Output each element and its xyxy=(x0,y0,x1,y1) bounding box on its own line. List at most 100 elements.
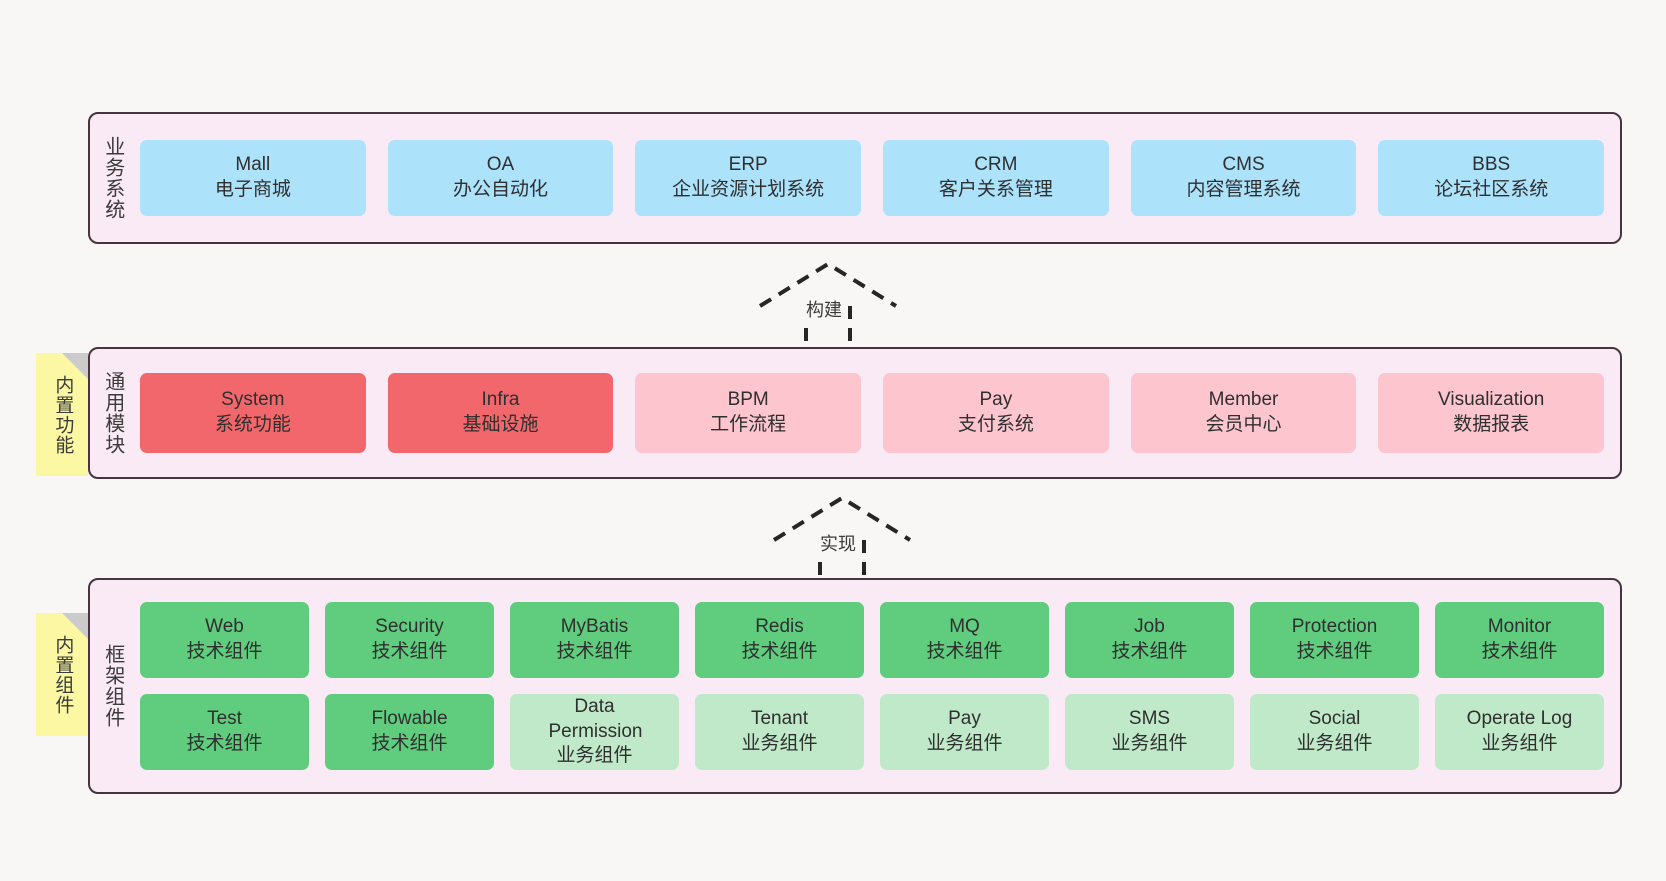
card-social[interactable]: Social 业务组件 xyxy=(1250,694,1419,770)
card-title: BPM xyxy=(727,389,769,411)
card-title: Security xyxy=(375,616,444,638)
card-subtitle: 论坛社区系统 xyxy=(1434,179,1549,200)
card-subtitle: 技术组件 xyxy=(926,641,1003,662)
card-pay-business[interactable]: Pay 业务组件 xyxy=(880,694,1049,770)
card-title: Flowable xyxy=(371,708,448,730)
card-subtitle: 技术组件 xyxy=(741,641,818,662)
folded-corner-icon xyxy=(62,353,88,379)
card-subtitle: 技术组件 xyxy=(186,733,263,754)
card-sms[interactable]: SMS 业务组件 xyxy=(1065,694,1234,770)
layer-common-modules: 通用模块 System 系统功能 Infra 基础设施 BPM 工作流程 Pay… xyxy=(88,347,1622,479)
card-job[interactable]: Job 技术组件 xyxy=(1065,602,1234,678)
card-subtitle: 技术组件 xyxy=(1111,641,1188,662)
card-title: Web xyxy=(205,616,244,638)
card-title: Infra xyxy=(481,389,520,411)
card-pay[interactable]: Pay 支付系统 xyxy=(883,373,1109,453)
card-mybatis[interactable]: MyBatis 技术组件 xyxy=(510,602,679,678)
layer-title-business-systems: 业务系统 xyxy=(101,136,124,220)
card-test[interactable]: Test 技术组件 xyxy=(140,694,309,770)
connector-label-build: 构建 xyxy=(804,296,844,322)
card-row-technical: Web 技术组件 Security 技术组件 MyBatis 技术组件 Redi… xyxy=(140,602,1604,678)
card-oa[interactable]: OA 办公自动化 xyxy=(387,140,614,216)
card-title: Visualization xyxy=(1438,389,1545,411)
sticky-note-label: 内置组件 xyxy=(52,634,74,715)
card-title: Data Permission xyxy=(548,695,643,742)
card-subtitle: 办公自动化 xyxy=(453,179,549,200)
card-title: Operate Log xyxy=(1466,708,1573,730)
card-subtitle: 业务组件 xyxy=(1296,733,1373,754)
card-subtitle: 技术组件 xyxy=(1296,641,1373,662)
card-title: Mall xyxy=(235,154,271,176)
card-title: Job xyxy=(1134,616,1165,638)
card-flowable[interactable]: Flowable 技术组件 xyxy=(325,694,494,770)
card-operate-log[interactable]: Operate Log 业务组件 xyxy=(1435,694,1604,770)
card-subtitle: 内容管理系统 xyxy=(1186,179,1301,200)
connector-build: 构建 xyxy=(758,261,898,350)
card-erp[interactable]: ERP 企业资源计划系统 xyxy=(635,140,862,216)
card-title: Monitor xyxy=(1487,616,1552,638)
card-monitor[interactable]: Monitor 技术组件 xyxy=(1435,602,1604,678)
card-subtitle: 技术组件 xyxy=(1481,641,1558,662)
card-subtitle: 业务组件 xyxy=(741,733,818,754)
card-subtitle: 业务组件 xyxy=(926,733,1003,754)
card-bbs[interactable]: BBS 论坛社区系统 xyxy=(1378,140,1605,216)
card-visualization[interactable]: Visualization 数据报表 xyxy=(1378,373,1605,453)
sticky-note-builtin-component: 内置组件 xyxy=(36,613,88,736)
card-subtitle: 业务组件 xyxy=(556,745,633,767)
card-title: CMS xyxy=(1222,154,1265,176)
layer-body-common-modules: System 系统功能 Infra 基础设施 BPM 工作流程 Pay 支付系统… xyxy=(134,349,1620,477)
card-system[interactable]: System 系统功能 xyxy=(140,373,366,453)
folded-corner-icon xyxy=(62,613,88,639)
layer-body-framework-components: Web 技术组件 Security 技术组件 MyBatis 技术组件 Redi… xyxy=(134,580,1620,792)
sticky-note-label: 内置功能 xyxy=(52,374,74,455)
card-title: MQ xyxy=(949,616,980,638)
card-subtitle: 工作流程 xyxy=(710,414,787,435)
card-subtitle: 客户关系管理 xyxy=(938,179,1053,200)
card-title: BBS xyxy=(1472,154,1511,176)
card-member[interactable]: Member 会员中心 xyxy=(1130,373,1357,453)
card-subtitle: 技术组件 xyxy=(186,641,263,662)
card-subtitle: 技术组件 xyxy=(556,641,633,662)
card-title: Redis xyxy=(755,616,804,638)
card-crm[interactable]: CRM 客户关系管理 xyxy=(883,140,1109,216)
card-cms[interactable]: CMS 内容管理系统 xyxy=(1130,140,1357,216)
layer-title-common-modules: 通用模块 xyxy=(101,371,124,455)
layer-business-systems: 业务系统 Mall 电子商城 OA 办公自动化 ERP 企业资源计划系统 CRM… xyxy=(88,112,1622,244)
card-security[interactable]: Security 技术组件 xyxy=(325,602,494,678)
card-title: ERP xyxy=(728,154,768,176)
connector-implement: 实现 xyxy=(772,495,912,584)
card-title: Pay xyxy=(979,389,1013,411)
card-data-permission[interactable]: Data Permission 业务组件 xyxy=(510,694,679,770)
card-mall[interactable]: Mall 电子商城 xyxy=(140,140,366,216)
card-mq[interactable]: MQ 技术组件 xyxy=(880,602,1049,678)
card-row-business: Test 技术组件 Flowable 技术组件 Data Permission … xyxy=(140,694,1604,770)
card-tenant[interactable]: Tenant 业务组件 xyxy=(695,694,864,770)
card-title: Member xyxy=(1208,389,1279,411)
connector-label-implement: 实现 xyxy=(818,530,858,556)
card-bpm[interactable]: BPM 工作流程 xyxy=(635,373,862,453)
card-subtitle: 基础设施 xyxy=(462,414,539,435)
card-row: System 系统功能 Infra 基础设施 BPM 工作流程 Pay 支付系统… xyxy=(140,373,1605,453)
card-redis[interactable]: Redis 技术组件 xyxy=(695,602,864,678)
card-subtitle: 业务组件 xyxy=(1111,733,1188,754)
card-title: Protection xyxy=(1291,616,1378,638)
arrow-head-icon xyxy=(758,261,898,308)
card-subtitle: 系统功能 xyxy=(214,414,291,435)
sticky-note-builtin-function: 内置功能 xyxy=(36,353,88,476)
layer-framework-components: 框架组件 Web 技术组件 Security 技术组件 MyBatis 技术组件… xyxy=(88,578,1622,794)
layer-body-business-systems: Mall 电子商城 OA 办公自动化 ERP 企业资源计划系统 CRM 客户关系… xyxy=(134,114,1620,242)
card-title: System xyxy=(221,389,285,411)
card-subtitle: 企业资源计划系统 xyxy=(672,179,825,200)
card-subtitle: 数据报表 xyxy=(1453,414,1530,435)
card-subtitle: 电子商城 xyxy=(214,179,291,200)
card-row: Mall 电子商城 OA 办公自动化 ERP 企业资源计划系统 CRM 客户关系… xyxy=(140,140,1605,216)
card-title: MyBatis xyxy=(560,616,629,638)
card-protection[interactable]: Protection 技术组件 xyxy=(1250,602,1419,678)
card-infra[interactable]: Infra 基础设施 xyxy=(387,373,614,453)
card-title: CRM xyxy=(974,154,1018,176)
card-web[interactable]: Web 技术组件 xyxy=(140,602,309,678)
card-title: SMS xyxy=(1128,708,1171,730)
card-title: Tenant xyxy=(750,708,809,730)
card-subtitle: 会员中心 xyxy=(1205,414,1282,435)
